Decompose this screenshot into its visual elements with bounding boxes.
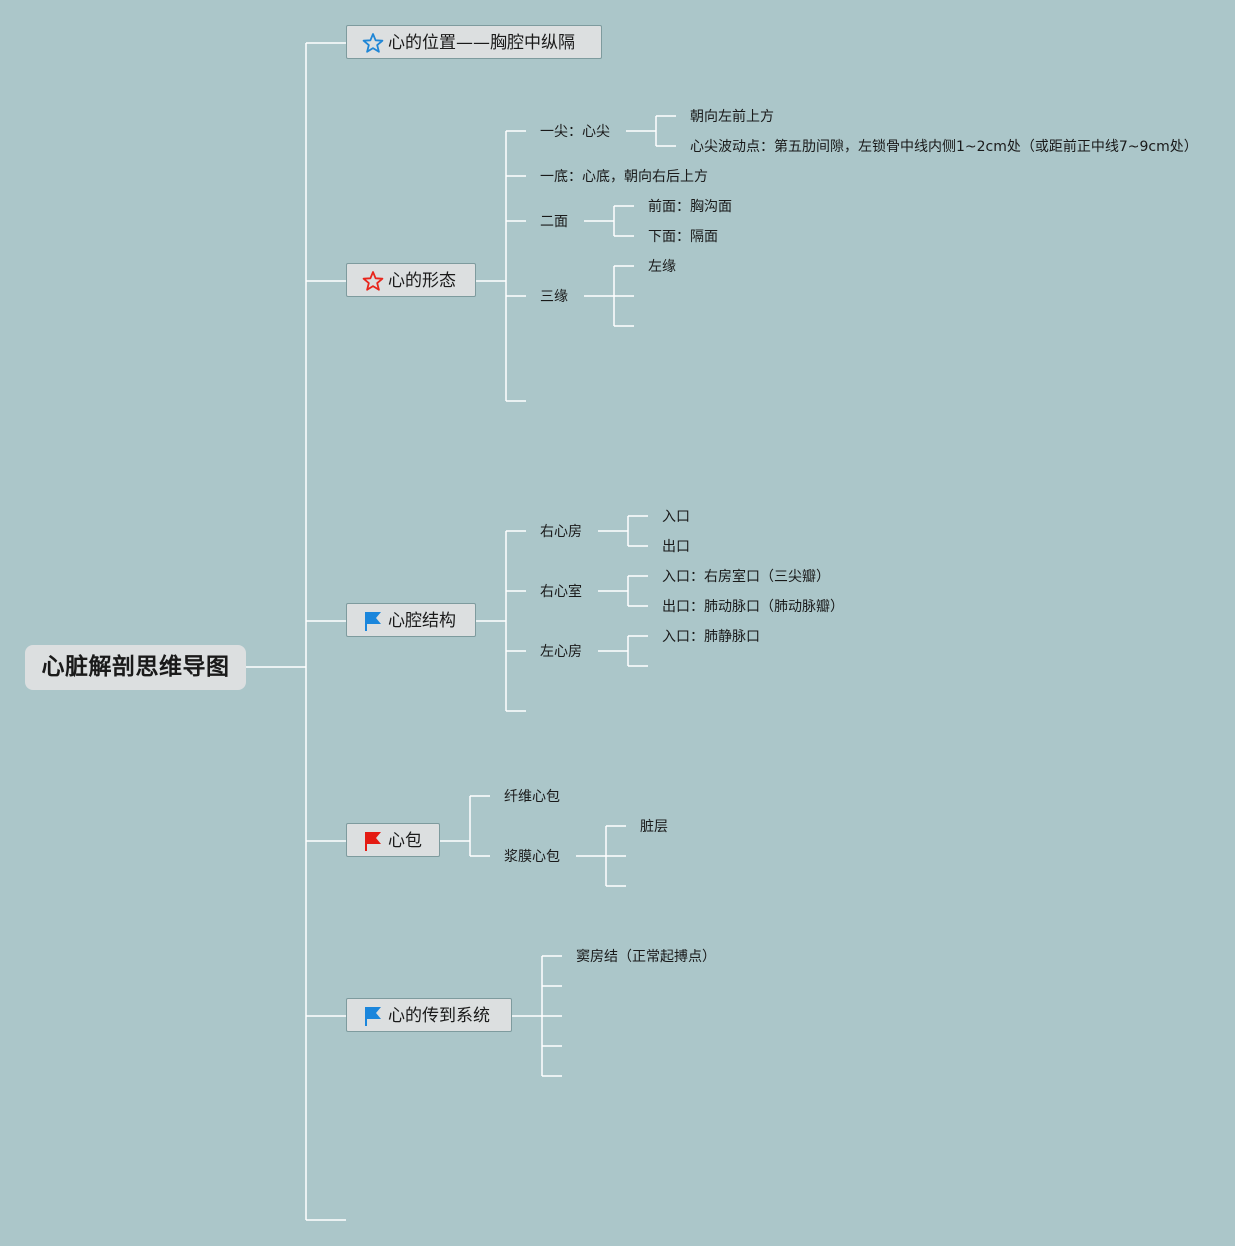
topic-la-inlet[interactable]: 入口：肺静脉口 xyxy=(662,629,760,645)
branch-conduction-label: 心的传到系统 xyxy=(388,1006,490,1026)
branch-chambers-label: 心腔结构 xyxy=(388,611,456,631)
topic-inferior-surface[interactable]: 下面：隔面 xyxy=(648,229,718,245)
star-outline-icon xyxy=(362,32,384,54)
topic-base[interactable]: 一底：心底，朝向右后上方 xyxy=(540,169,708,185)
topic-apex-beat[interactable]: 心尖波动点：第五肋间隙，左锁骨中线内侧1~2cm处（或距前正中线7~9cm处） xyxy=(690,139,1198,155)
branch-pericardium-label: 心包 xyxy=(388,831,422,851)
branch-position-label: 心的位置——胸腔中纵隔 xyxy=(388,33,575,53)
topic-apex[interactable]: 一尖：心尖 xyxy=(540,124,610,140)
root-node[interactable]: 心脏解剖思维导图 xyxy=(25,645,246,690)
topic-anterior-surface[interactable]: 前面：胸沟面 xyxy=(648,199,732,215)
topic-rv-outlet[interactable]: 出口：肺动脉口（肺动脉瓣） xyxy=(662,599,844,615)
topic-surfaces[interactable]: 二面 xyxy=(540,214,568,230)
branch-chambers[interactable]: 心腔结构 xyxy=(346,603,476,637)
topic-left-border[interactable]: 左缘 xyxy=(648,259,676,275)
flag-icon xyxy=(362,830,384,852)
branch-conduction[interactable]: 心的传到系统 xyxy=(346,998,512,1032)
topic-right-ventricle[interactable]: 右心室 xyxy=(540,584,582,600)
topic-left-atrium[interactable]: 左心房 xyxy=(540,644,582,660)
flag-icon xyxy=(362,1005,384,1027)
branch-pericardium[interactable]: 心包 xyxy=(346,823,440,857)
topic-rv-inlet[interactable]: 入口：右房室口（三尖瓣） xyxy=(662,569,830,585)
topic-ra-inlet[interactable]: 入口 xyxy=(662,509,690,525)
topic-visceral-layer[interactable]: 脏层 xyxy=(640,819,668,835)
topic-sa-node[interactable]: 窦房结（正常起搏点） xyxy=(576,949,716,965)
topic-fibrous-pericardium[interactable]: 纤维心包 xyxy=(504,789,560,805)
topic-borders[interactable]: 三缘 xyxy=(540,289,568,305)
topic-ra-outlet[interactable]: 出口 xyxy=(662,539,690,555)
branch-morphology-label: 心的形态 xyxy=(388,271,456,291)
topic-serous-pericardium[interactable]: 浆膜心包 xyxy=(504,849,560,865)
flag-icon xyxy=(362,610,384,632)
branch-position[interactable]: 心的位置——胸腔中纵隔 xyxy=(346,25,602,59)
topic-apex-direction[interactable]: 朝向左前上方 xyxy=(690,109,774,125)
topic-right-atrium[interactable]: 右心房 xyxy=(540,524,582,540)
star-outline-icon xyxy=(362,270,384,292)
branch-morphology[interactable]: 心的形态 xyxy=(346,263,476,297)
